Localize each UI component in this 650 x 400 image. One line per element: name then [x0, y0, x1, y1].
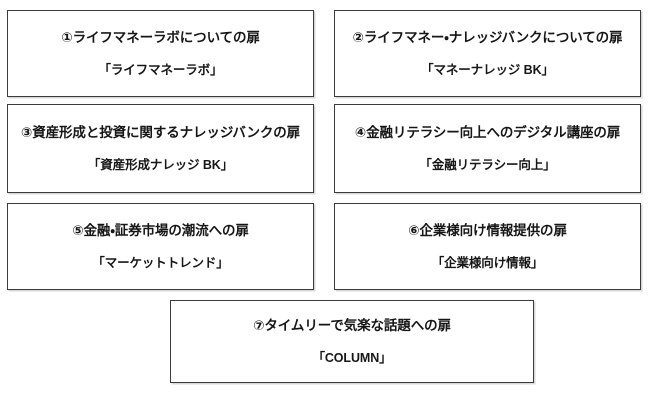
- door-card-5-subtitle: 「マーケットトレンド」: [92, 255, 229, 270]
- door-card-3[interactable]: ③資産形成と投資に関するナレッジバンクの扉 「資産形成ナレッジ BK」: [7, 104, 314, 193]
- door-card-4-title: ④金融リテラシー向上へのデジタル講座の扉: [354, 125, 621, 141]
- door-card-3-subtitle: 「資産形成ナレッジ BK」: [87, 157, 234, 172]
- door-card-2-title: ②ライフマネー・ナレッジバンクについての扉: [352, 30, 623, 46]
- door-card-4[interactable]: ④金融リテラシー向上へのデジタル講座の扉 「金融リテラシー向上」: [334, 104, 641, 193]
- door-card-5[interactable]: ⑤金融・証券市場の潮流への扉 「マーケットトレンド」: [7, 203, 314, 290]
- door-card-7-title: ⑦タイムリーで気楽な話題への扉: [253, 318, 451, 334]
- door-card-7[interactable]: ⑦タイムリーで気楽な話題への扉 「COLUMN」: [170, 300, 534, 383]
- door-card-1[interactable]: ①ライフマネーラボについての扉 「ライフマネーラボ」: [7, 10, 314, 97]
- door-card-6[interactable]: ⑥企業様向け情報提供の扉 「企業様向け情報」: [334, 203, 641, 290]
- door-card-7-subtitle: 「COLUMN」: [312, 350, 392, 365]
- door-card-5-title: ⑤金融・証券市場の潮流への扉: [72, 223, 249, 239]
- door-card-2-subtitle: 「マネーナレッジ BK」: [421, 62, 554, 77]
- door-card-1-title: ①ライフマネーラボについての扉: [61, 30, 260, 46]
- door-card-1-subtitle: 「ライフマネーラボ」: [98, 62, 223, 77]
- door-card-2[interactable]: ②ライフマネー・ナレッジバンクについての扉 「マネーナレッジ BK」: [334, 10, 641, 97]
- door-card-4-subtitle: 「金融リテラシー向上」: [419, 157, 556, 172]
- door-card-6-title: ⑥企業様向け情報提供の扉: [408, 223, 567, 239]
- door-card-3-title: ③資産形成と投資に関するナレッジバンクの扉: [20, 125, 301, 141]
- door-card-6-subtitle: 「企業様向け情報」: [431, 255, 544, 270]
